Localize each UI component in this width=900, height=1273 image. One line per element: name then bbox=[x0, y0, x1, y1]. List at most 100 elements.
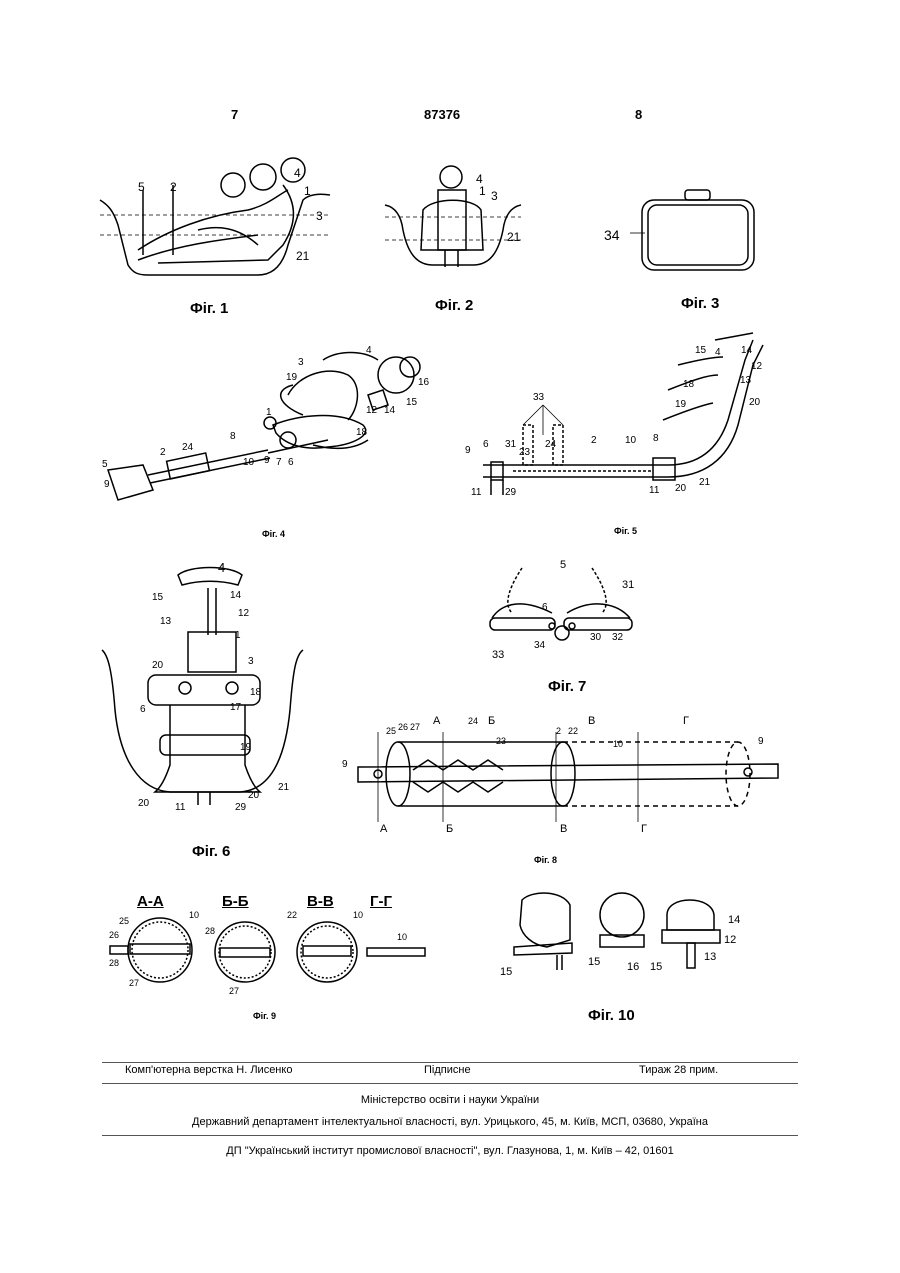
svg-text:10: 10 bbox=[613, 739, 623, 749]
svg-text:14: 14 bbox=[230, 590, 242, 601]
svg-text:2: 2 bbox=[160, 447, 166, 458]
svg-text:15: 15 bbox=[406, 397, 418, 408]
svg-text:6: 6 bbox=[288, 457, 294, 468]
svg-text:Б: Б bbox=[446, 823, 453, 835]
svg-text:27: 27 bbox=[229, 986, 239, 996]
svg-text:10: 10 bbox=[397, 932, 407, 942]
svg-text:3: 3 bbox=[316, 209, 323, 223]
svg-text:20: 20 bbox=[152, 660, 164, 671]
svg-text:29: 29 bbox=[235, 802, 247, 813]
figure-2-caption: Фіг. 2 bbox=[435, 297, 473, 314]
right-page-number: 8 bbox=[635, 107, 642, 122]
svg-text:1: 1 bbox=[304, 184, 311, 198]
svg-text:1: 1 bbox=[235, 630, 241, 641]
figure-3-caption: Фіг. 3 bbox=[681, 295, 719, 312]
patent-number: 87376 bbox=[424, 107, 460, 122]
svg-text:26: 26 bbox=[109, 930, 119, 940]
footer-divider-top bbox=[102, 1062, 798, 1063]
footer-divider-middle bbox=[102, 1083, 798, 1084]
svg-text:10: 10 bbox=[189, 910, 199, 920]
footer-circulation: Тираж 28 прим. bbox=[639, 1064, 718, 1076]
svg-text:14: 14 bbox=[741, 345, 753, 356]
svg-text:11: 11 bbox=[471, 487, 482, 498]
svg-text:9: 9 bbox=[342, 759, 348, 770]
figure-10-caption: Фіг. 10 bbox=[588, 1007, 635, 1024]
svg-text:8: 8 bbox=[653, 433, 659, 444]
svg-text:9: 9 bbox=[104, 479, 110, 490]
svg-text:32: 32 bbox=[612, 632, 624, 643]
svg-text:26: 26 bbox=[398, 722, 408, 732]
svg-text:2: 2 bbox=[556, 726, 561, 736]
svg-text:12: 12 bbox=[751, 361, 763, 372]
svg-text:6: 6 bbox=[140, 704, 146, 715]
svg-text:3: 3 bbox=[298, 357, 304, 368]
svg-text:13: 13 bbox=[740, 375, 752, 386]
svg-text:27: 27 bbox=[129, 978, 139, 988]
svg-text:29: 29 bbox=[505, 487, 517, 498]
svg-text:20: 20 bbox=[675, 483, 687, 494]
svg-text:28: 28 bbox=[205, 926, 215, 936]
svg-text:12: 12 bbox=[238, 608, 250, 619]
svg-text:14: 14 bbox=[728, 914, 740, 926]
svg-text:10: 10 bbox=[243, 457, 255, 468]
svg-text:13: 13 bbox=[704, 951, 716, 963]
svg-text:3: 3 bbox=[491, 189, 498, 203]
svg-text:33: 33 bbox=[492, 649, 504, 661]
figure-4-drawing: 5 9 2 24 8 1 19 3 4 16 15 14 12 18 10 9 … bbox=[98, 335, 443, 520]
svg-text:2: 2 bbox=[170, 180, 177, 194]
figure-4-caption: Фіг. 4 bbox=[262, 529, 285, 539]
figure-6-caption: Фіг. 6 bbox=[192, 843, 230, 860]
svg-text:16: 16 bbox=[418, 377, 430, 388]
section-label-vv: В-В bbox=[307, 893, 334, 910]
svg-text:20: 20 bbox=[138, 798, 150, 809]
svg-text:30: 30 bbox=[590, 632, 602, 643]
figure-8-caption: Фіг. 8 bbox=[534, 855, 557, 865]
svg-text:21: 21 bbox=[278, 782, 290, 793]
svg-text:10: 10 bbox=[625, 435, 637, 446]
svg-text:12: 12 bbox=[366, 405, 378, 416]
footer-subscription: Підписне bbox=[424, 1064, 471, 1076]
section-label-aa: А-А bbox=[137, 893, 164, 910]
svg-text:12: 12 bbox=[724, 934, 736, 946]
svg-text:22: 22 bbox=[568, 726, 578, 736]
footer-department: Державний департамент інтелектуальної вл… bbox=[0, 1116, 900, 1128]
svg-text:23: 23 bbox=[496, 736, 506, 746]
svg-text:8: 8 bbox=[230, 431, 236, 442]
figure-6-drawing: 4 15 14 12 13 1 3 20 6 18 17 19 20 11 29… bbox=[100, 560, 305, 815]
svg-text:Б: Б bbox=[488, 715, 495, 727]
svg-text:31: 31 bbox=[505, 439, 517, 450]
svg-text:24: 24 bbox=[182, 442, 194, 453]
svg-text:9: 9 bbox=[758, 736, 764, 747]
figure-8-drawing: 9 25 26 27 А 24 Б 23 2 22 В 10 Г 9 А Б В… bbox=[338, 712, 788, 847]
figure-9-drawing: 25 26 28 27 10 28 27 22 10 10 bbox=[105, 910, 435, 1000]
svg-text:21: 21 bbox=[507, 230, 521, 244]
svg-text:25: 25 bbox=[386, 726, 396, 736]
svg-text:6: 6 bbox=[542, 602, 548, 613]
svg-text:11: 11 bbox=[175, 802, 186, 813]
footer-divider-bottom bbox=[102, 1135, 798, 1136]
svg-text:27: 27 bbox=[410, 722, 420, 732]
svg-text:9: 9 bbox=[264, 455, 270, 466]
svg-text:21: 21 bbox=[296, 249, 310, 263]
svg-text:24: 24 bbox=[545, 439, 557, 450]
svg-text:21: 21 bbox=[699, 477, 711, 488]
svg-text:10: 10 bbox=[353, 910, 363, 920]
figure-5-caption: Фіг. 5 bbox=[614, 526, 637, 536]
figure-9-caption: Фіг. 9 bbox=[253, 1011, 276, 1021]
svg-text:18: 18 bbox=[683, 379, 695, 390]
svg-text:13: 13 bbox=[160, 616, 172, 627]
svg-text:18: 18 bbox=[356, 427, 368, 438]
svg-text:15: 15 bbox=[650, 961, 662, 973]
svg-text:18: 18 bbox=[250, 687, 262, 698]
svg-text:4: 4 bbox=[218, 560, 225, 575]
svg-text:5: 5 bbox=[102, 459, 108, 470]
svg-text:3: 3 bbox=[248, 656, 254, 667]
svg-text:20: 20 bbox=[248, 790, 260, 801]
svg-text:25: 25 bbox=[119, 916, 129, 926]
svg-text:34: 34 bbox=[534, 640, 546, 651]
svg-text:33: 33 bbox=[533, 392, 545, 403]
svg-text:7: 7 bbox=[276, 457, 282, 468]
svg-text:24: 24 bbox=[468, 716, 478, 726]
svg-text:15: 15 bbox=[588, 956, 600, 968]
figure-5-drawing: 33 9 6 31 23 24 2 10 8 11 29 11 20 21 20… bbox=[453, 325, 783, 525]
